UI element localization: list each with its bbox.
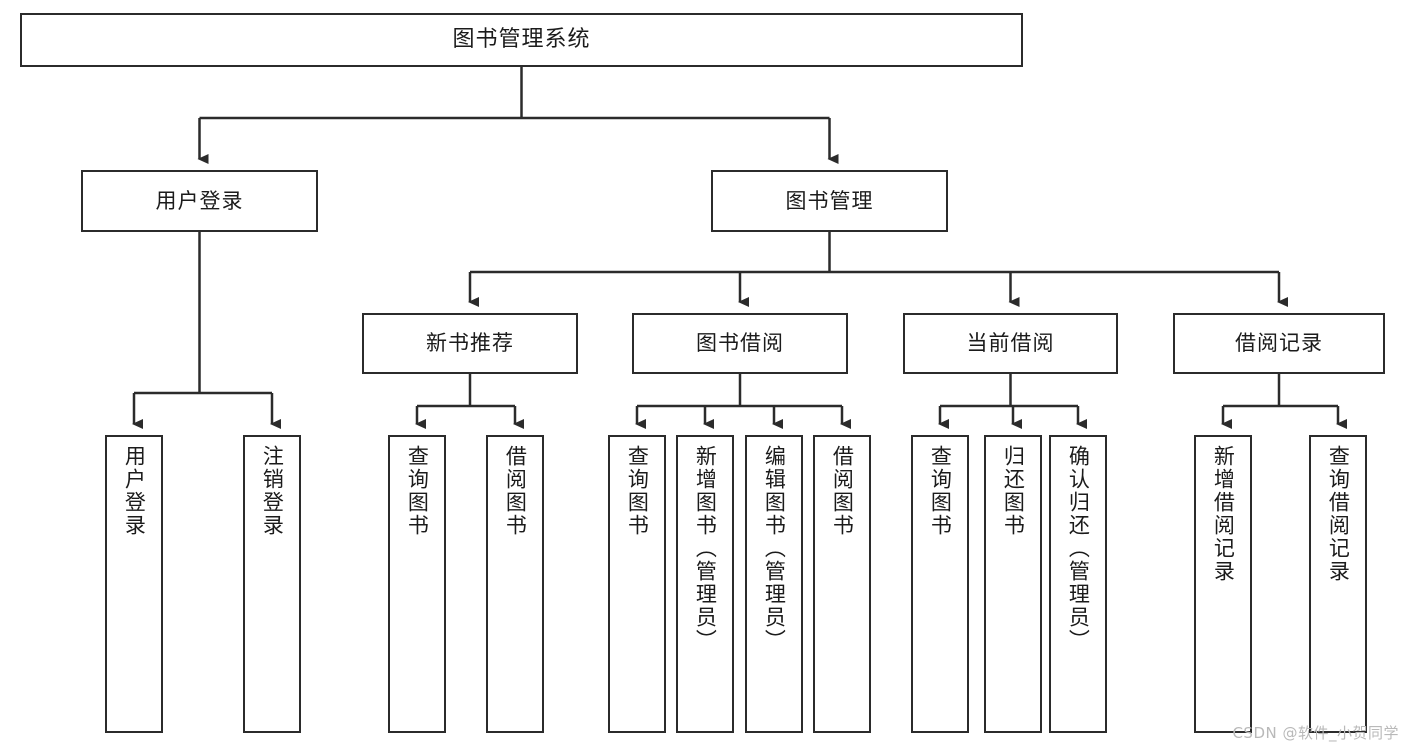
leaf-add-record[interactable]: 新增借阅记录 [1194,435,1252,733]
node-label: 查询借阅记录 [1326,445,1351,583]
node-label: 新书推荐 [426,331,514,355]
watermark: CSDN @软件_小贺同学 [1232,724,1399,742]
node-book-borrow[interactable]: 图书借阅 [632,313,848,374]
node-label: 查询图书 [625,445,650,537]
node-user-login[interactable]: 用户登录 [81,170,318,232]
node-borrow-record[interactable]: 借阅记录 [1173,313,1385,374]
leaf-borrow-book-br[interactable]: 借阅图书 [813,435,871,733]
leaf-edit-book[interactable]: 编辑图书（管理员） [745,435,803,733]
node-label: 借阅记录 [1235,331,1323,355]
node-label: 注销登录 [260,445,285,537]
leaf-query-record[interactable]: 查询借阅记录 [1309,435,1367,733]
node-label: 用户登录 [155,188,244,213]
leaf-user-login[interactable]: 用户登录 [105,435,163,733]
leaf-logout[interactable]: 注销登录 [243,435,301,733]
node-label: 确认归还（管理员） [1066,445,1091,652]
leaf-query-book-cb[interactable]: 查询图书 [911,435,969,733]
node-label: 借阅图书 [830,445,855,537]
node-current-borrow[interactable]: 当前借阅 [903,313,1118,374]
leaf-return-book[interactable]: 归还图书 [984,435,1042,733]
node-label: 新增图书（管理员） [693,445,718,652]
node-label: 图书借阅 [696,331,784,355]
node-label: 借阅图书 [503,445,528,537]
node-label: 用户登录 [122,445,147,537]
node-new-book-recommend[interactable]: 新书推荐 [362,313,578,374]
node-label: 图书管理系统 [452,27,591,52]
node-label: 当前借阅 [966,331,1055,355]
leaf-confirm-return[interactable]: 确认归还（管理员） [1049,435,1107,733]
node-book-management[interactable]: 图书管理 [711,170,948,232]
leaf-query-book-rec[interactable]: 查询图书 [388,435,446,733]
node-label: 编辑图书（管理员） [762,445,787,652]
node-label: 图书管理 [785,188,874,213]
node-label: 归还图书 [1001,445,1026,537]
leaf-borrow-book-rec[interactable]: 借阅图书 [486,435,544,733]
leaf-query-book-br[interactable]: 查询图书 [608,435,666,733]
node-label: 新增借阅记录 [1211,445,1236,583]
node-book-management-system[interactable]: 图书管理系统 [20,13,1023,67]
node-label: 查询图书 [405,445,430,537]
node-label: 查询图书 [928,445,953,537]
leaf-add-book[interactable]: 新增图书（管理员） [676,435,734,733]
